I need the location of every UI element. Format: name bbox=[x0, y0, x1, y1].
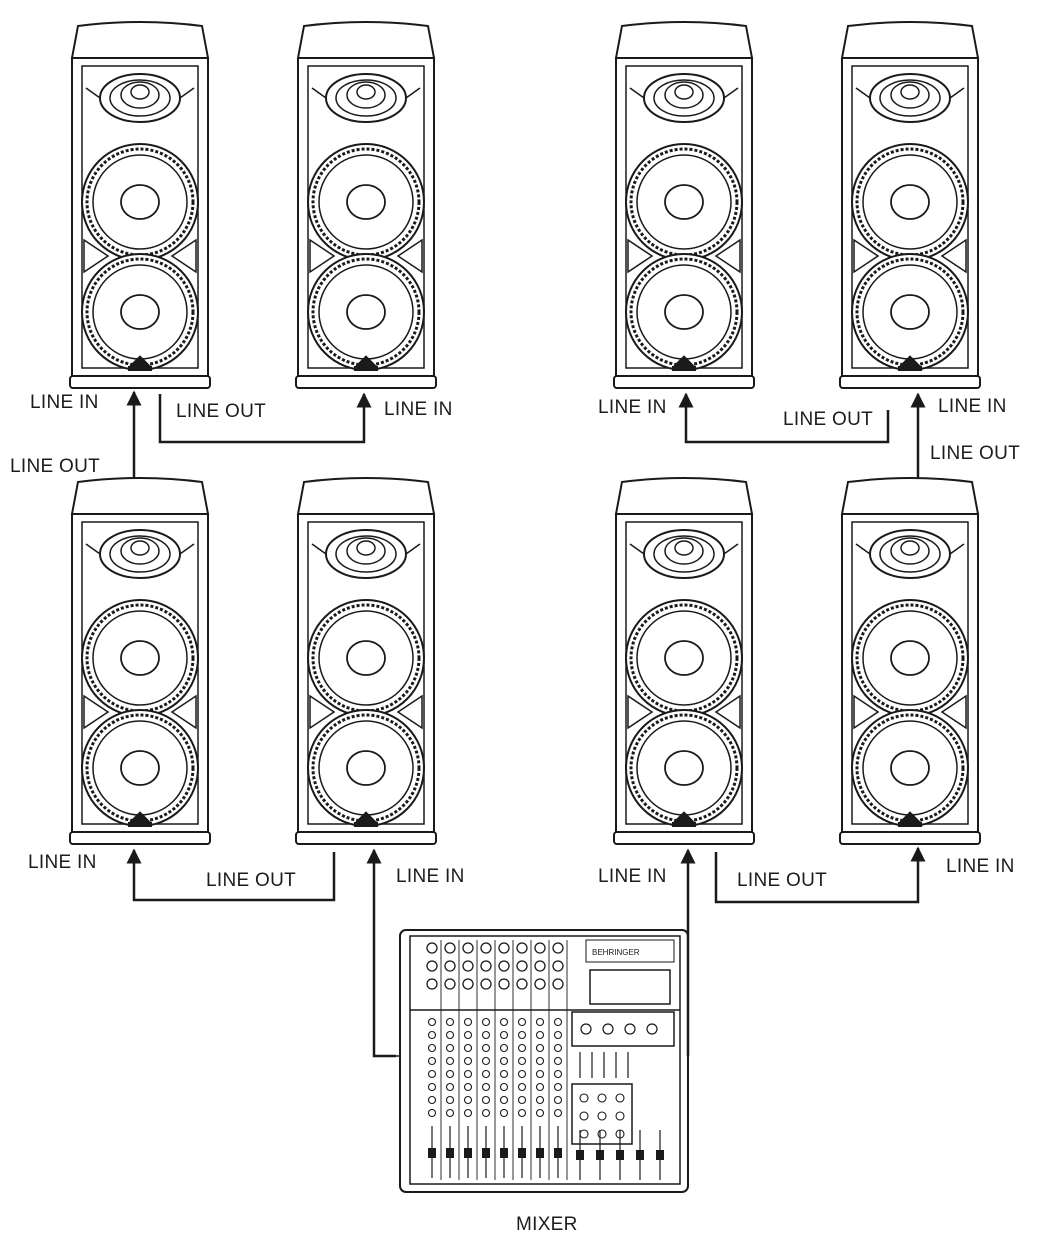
speaker-cabinet-icon bbox=[295, 477, 437, 845]
label-line-out: LINE OUT bbox=[206, 870, 297, 891]
signal-cable-arrow bbox=[126, 848, 336, 902]
label-mixer: MIXER bbox=[516, 1214, 578, 1235]
label-line-out: LINE OUT bbox=[930, 443, 1021, 464]
cables-layer bbox=[126, 390, 926, 1058]
label-line-in: LINE IN bbox=[396, 866, 465, 887]
label-line-out: LINE OUT bbox=[176, 401, 267, 422]
speaker-cabinet-icon bbox=[295, 21, 437, 389]
label-line-in: LINE IN bbox=[28, 852, 97, 873]
label-line-in: LINE IN bbox=[946, 856, 1015, 877]
label-line-in: LINE IN bbox=[30, 392, 99, 413]
mixer-icon: BEHRINGER bbox=[399, 929, 689, 1193]
label-line-in: LINE IN bbox=[384, 399, 453, 420]
signal-cable-arrow bbox=[714, 846, 926, 904]
label-line-out: LINE OUT bbox=[10, 456, 101, 477]
speaker-cabinet-icon bbox=[69, 477, 211, 845]
speaker-cabinet-icon bbox=[613, 21, 755, 389]
label-line-out: LINE OUT bbox=[783, 409, 874, 430]
signal-cable-arrow bbox=[678, 392, 890, 444]
svg-text:BEHRINGER: BEHRINGER bbox=[592, 948, 640, 957]
speaker-cabinet-icon bbox=[69, 21, 211, 389]
speaker-cabinet-icon bbox=[613, 477, 755, 845]
speaker-cabinet-icon bbox=[839, 477, 981, 845]
speaker-cabinet-icon bbox=[839, 21, 981, 389]
label-line-out: LINE OUT bbox=[737, 870, 828, 891]
label-line-in: LINE IN bbox=[938, 396, 1007, 417]
signal-cable-arrow bbox=[158, 392, 372, 444]
label-line-in: LINE IN bbox=[598, 866, 667, 887]
label-line-in: LINE IN bbox=[598, 397, 667, 418]
signal-cable-arrow bbox=[366, 848, 396, 1058]
speakers-layer bbox=[69, 21, 981, 845]
